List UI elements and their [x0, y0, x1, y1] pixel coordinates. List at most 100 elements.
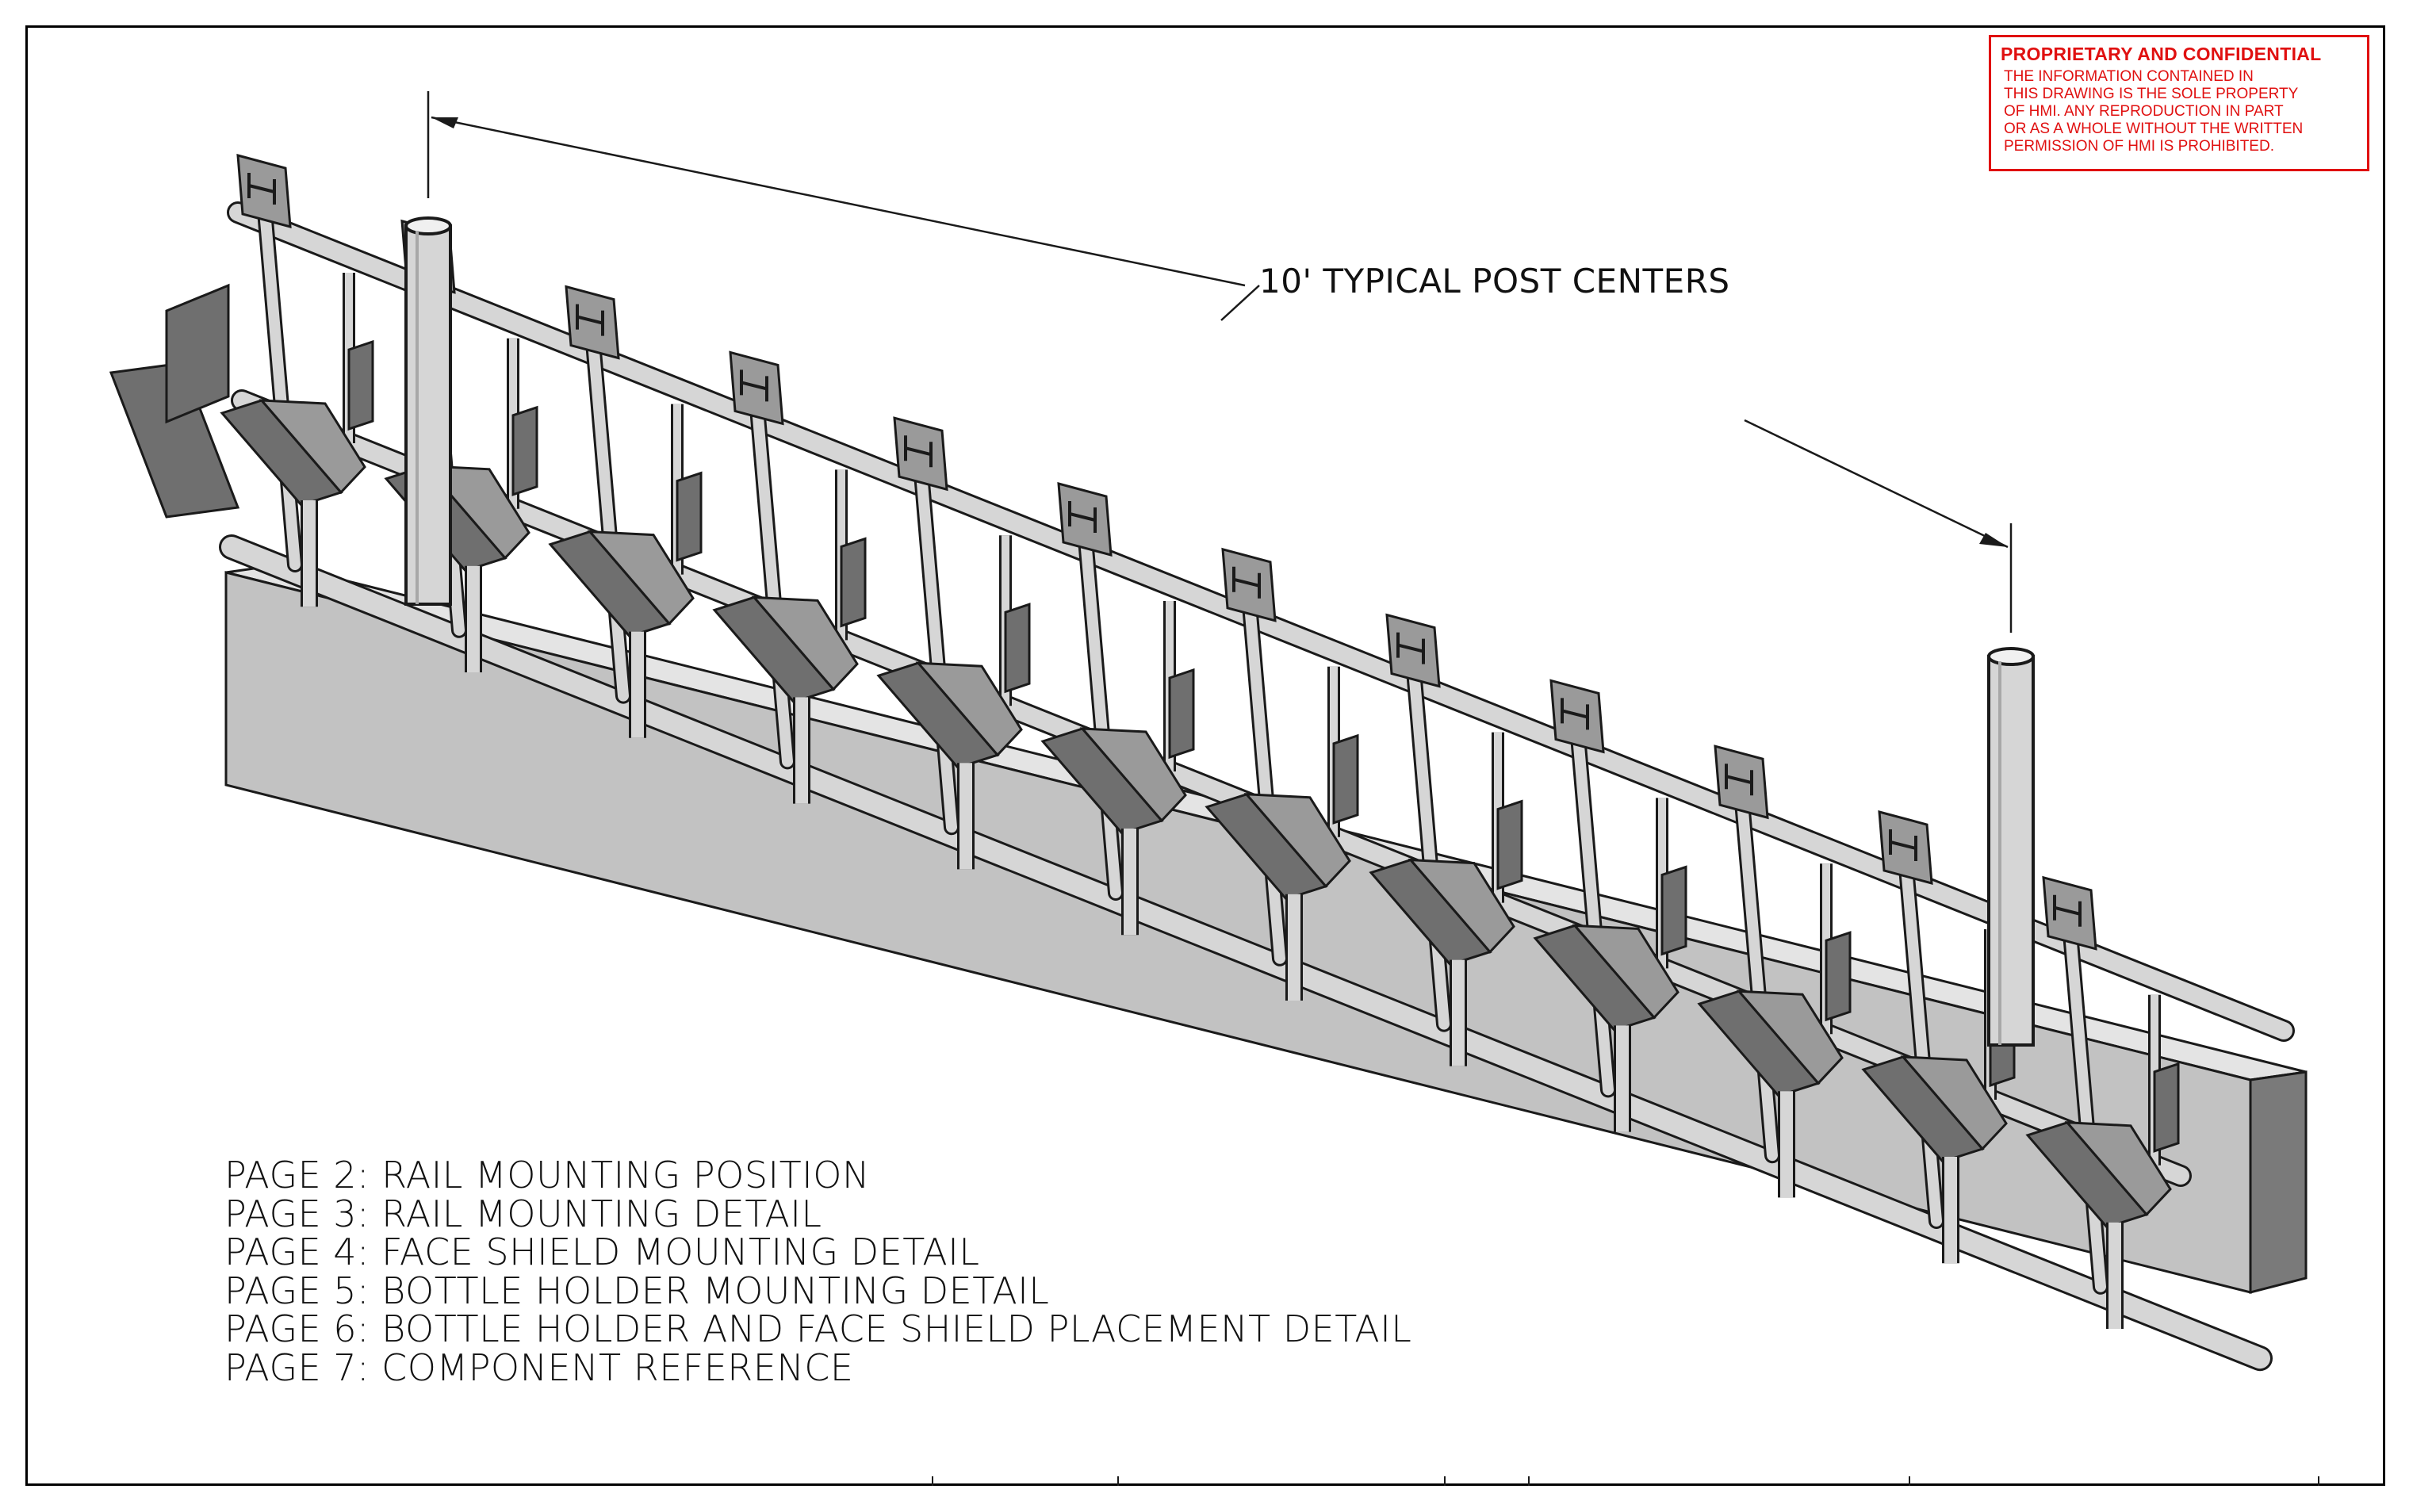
page-index-item: PAGE 7: COMPONENT REFERENCE [224, 1345, 854, 1389]
notice-line: OF HMI. ANY REPRODUCTION IN PART [2004, 103, 2284, 120]
bottle-holder-mount [751, 595, 859, 691]
hanger-bar [588, 336, 629, 702]
bottle-holder-mount [2064, 1121, 2172, 1217]
page-index-item: PAGE 6: BOTTLE HOLDER AND FACE SHIELD PL… [224, 1307, 1412, 1350]
dimension-line-a [431, 116, 1246, 287]
yoke-h-mark [247, 173, 276, 205]
bottle-holder-mount [1079, 727, 1187, 823]
yoke-bracket [1385, 613, 1441, 688]
bottom-rail [221, 537, 2270, 1369]
stall-assembly [876, 416, 1031, 870]
drawing-border [25, 25, 2385, 1486]
end-bottle-holder [109, 362, 240, 519]
notice-line: THIS DRAWING IS THE SOLE PROPERTY [2004, 86, 2299, 102]
support-post [404, 216, 452, 606]
face-shield [1168, 668, 1195, 760]
face-shield [347, 339, 374, 431]
yoke-bracket [1878, 810, 1933, 885]
stall-assembly [548, 285, 703, 738]
hanger-bar [1737, 796, 1778, 1162]
face-shield [1004, 603, 1031, 694]
yoke-h-mark [2053, 894, 2082, 927]
post-center-dimension [427, 91, 2013, 633]
bottle-holder-mount [587, 530, 695, 626]
notice-body: THE INFORMATION CONTAINED IN THIS DRAWIN… [2001, 68, 2357, 155]
hanger-bar [1080, 534, 1121, 898]
post-cap [1987, 647, 2035, 666]
middle-rail [233, 392, 2189, 1185]
end-face-shield [165, 283, 230, 424]
face-shield [511, 405, 538, 496]
bottle-holder-mount [915, 661, 1023, 757]
post-cap [404, 216, 452, 235]
yoke-bracket [729, 350, 784, 426]
notice-line: THE INFORMATION CONTAINED IN [2004, 68, 2254, 85]
stall-assembly [1369, 613, 1523, 1066]
page-index-item: PAGE 2: RAIL MOUNTING POSITION [224, 1154, 870, 1196]
yoke-h-mark [1396, 632, 1425, 664]
bottle-holder-mount [1900, 1055, 2008, 1151]
bottle-holder-mount [1572, 924, 1680, 1020]
face-shield [1332, 733, 1359, 825]
yoke-h-mark [1068, 501, 1097, 533]
face-shield [1825, 931, 1852, 1022]
dimension-line-b [1744, 419, 2009, 549]
yoke-bracket [1057, 482, 1113, 557]
page-index-item: PAGE 4: FACE SHIELD MOUNTING DETAIL [224, 1231, 980, 1273]
yoke-bracket [1549, 679, 1605, 754]
page-index: PAGE 2: RAIL MOUNTING POSITION PAGE 3: R… [224, 1156, 1411, 1387]
stall-assembly [712, 350, 867, 804]
notice-title: PROPRIETARY AND CONFIDENTIAL [2001, 44, 2322, 64]
post-tube [1987, 655, 2035, 1047]
post-tube [404, 224, 452, 606]
face-shield [2153, 1062, 2180, 1153]
page-index-item: PAGE 3: RAIL MOUNTING DETAIL [224, 1192, 822, 1235]
bottle-holder-mount [1243, 793, 1351, 889]
notice-line: PERMISSION OF HMI IS PROHIBITED. [2004, 138, 2274, 155]
stall-assembly [1533, 679, 1687, 1132]
face-shield [1496, 799, 1523, 890]
border-ticks [932, 1476, 2319, 1486]
face-shield [1660, 865, 1687, 956]
yoke-bracket [565, 285, 620, 360]
yoke-bracket [236, 154, 292, 228]
hanger-bar [1572, 730, 1614, 1096]
hanger-bar [1244, 599, 1285, 964]
bottle-holder-mount [259, 399, 366, 495]
hanger-bar [2065, 927, 2106, 1292]
arrowhead-right [1979, 533, 2008, 547]
yoke-bracket [893, 416, 948, 492]
stall-assembly [1205, 547, 1359, 1001]
page-index-item: PAGE 5: BOTTLE HOLDER MOUNTING DETAIL [224, 1269, 1050, 1312]
support-post [1987, 647, 2035, 1047]
support-posts [109, 216, 2035, 1047]
yoke-h-mark [1889, 829, 1917, 861]
face-shield [676, 471, 703, 562]
arrowhead-left [431, 117, 458, 128]
bottle-holder-mount [1736, 989, 1844, 1085]
hanger-bar [259, 205, 301, 570]
face-shield [840, 537, 867, 628]
yoke-bracket [1221, 547, 1277, 622]
stall-assembly [1040, 482, 1195, 936]
confidential-notice: PROPRIETARY AND CONFIDENTIAL THE INFORMA… [1989, 35, 2369, 171]
curb-end-face [2249, 1070, 2308, 1294]
stall-assembly [220, 154, 374, 607]
hanger-bar [1901, 862, 1942, 1227]
stall-assemblies [220, 154, 2180, 1329]
yoke-bracket [1714, 745, 1769, 820]
stall-assembly [2025, 875, 2180, 1329]
bottle-holder-mount [1408, 858, 1515, 954]
hanger-bar [1408, 664, 1450, 1030]
hanger-bar [752, 402, 793, 767]
leader-line [1220, 285, 1260, 321]
yoke-bracket [2042, 875, 2097, 951]
rail-tubes [219, 201, 2295, 1372]
notice-line: OR AS A WHOLE WITHOUT THE WRITTEN [2004, 121, 2304, 137]
hanger-bar [916, 468, 957, 833]
yoke-h-mark [1232, 566, 1261, 599]
yoke-h-mark [740, 369, 768, 402]
dimension-label: 10' TYPICAL POST CENTERS [1259, 262, 1730, 300]
